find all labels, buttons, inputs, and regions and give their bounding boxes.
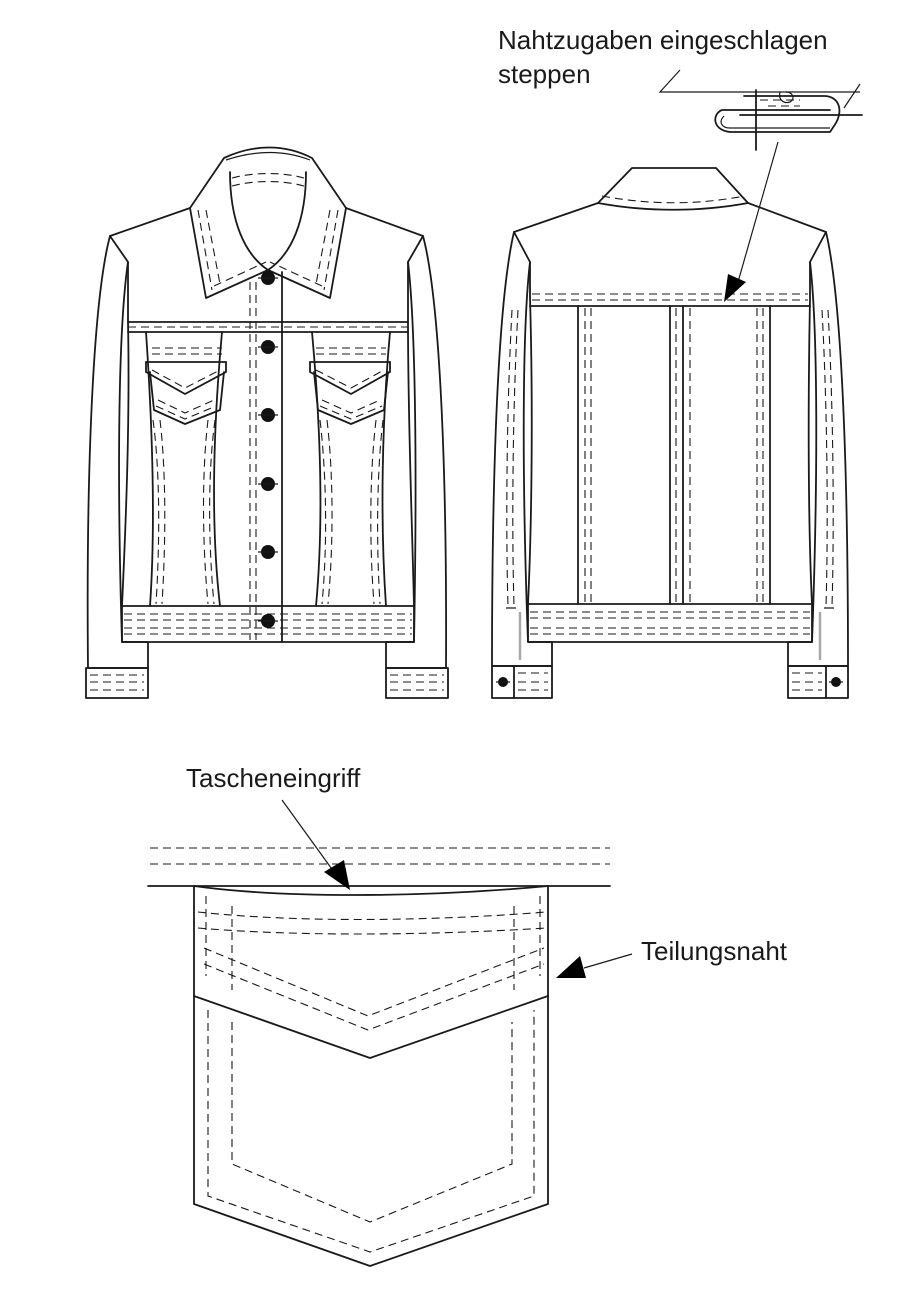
back-right-cuff	[787, 665, 849, 699]
topstitch-note-line1: Nahtzugaben eingeschlagen	[498, 25, 828, 55]
seam-detail-illustration	[658, 69, 863, 302]
front-left-sleeve	[86, 235, 149, 669]
back-collar	[597, 167, 749, 211]
back-left-sleeve	[491, 231, 553, 667]
front-right-sleeve	[385, 235, 447, 669]
topstitch-note-line2: steppen	[498, 59, 591, 89]
back-body	[513, 202, 827, 643]
dividing-seam-arrow	[556, 956, 586, 978]
front-left-chest-pocket	[145, 347, 227, 425]
front-buttons	[258, 271, 278, 628]
pocket-outline	[193, 885, 549, 1267]
jacket-front-view	[85, 146, 449, 699]
jacket-back-view	[491, 167, 849, 699]
dividing-seam-label: Teilungsnaht	[641, 936, 787, 966]
back-left-cuff	[491, 665, 553, 699]
pocket-detail-illustration	[147, 799, 633, 1267]
front-body	[109, 207, 424, 643]
pocket-opening-label: Tascheneingriff	[186, 763, 361, 793]
front-right-cuff	[385, 667, 449, 699]
yoke-seam-arrow	[724, 274, 746, 302]
back-right-sleeve	[787, 231, 849, 667]
front-left-cuff	[85, 667, 149, 699]
pocket-opening-arrow	[324, 860, 350, 890]
pocket-opening-edge	[193, 885, 549, 896]
front-right-chest-pocket	[309, 347, 391, 425]
pocket-dividing-seam	[193, 995, 549, 1059]
